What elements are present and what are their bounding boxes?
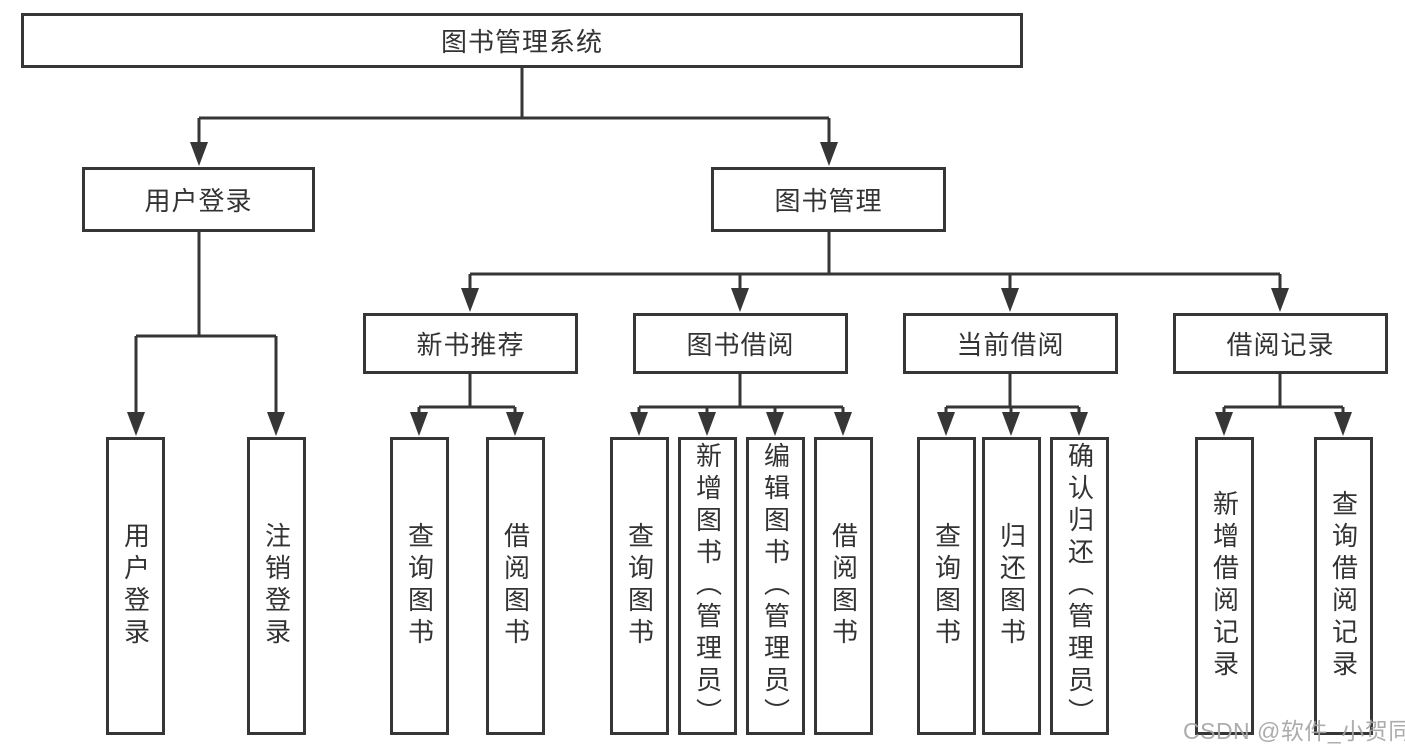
leaf-query-books-3: 查询图书 (917, 437, 976, 735)
leaf-label: 归还图书 (996, 522, 1027, 650)
leaf-label: 借阅图书 (500, 522, 531, 650)
leaf-edit-books-admin: 编辑图书（管理员） (746, 437, 805, 735)
node-root-library-system: 图书管理系统 (21, 13, 1023, 68)
node-book-borrow: 图书借阅 (633, 313, 848, 374)
leaf-query-borrow-record: 查询借阅记录 (1314, 437, 1373, 735)
leaf-user-login: 用户登录 (106, 437, 165, 735)
node-label: 新书推荐 (416, 330, 525, 360)
leaf-label: 查询图书 (931, 522, 962, 650)
leaf-return-books: 归还图书 (982, 437, 1041, 735)
leaf-label: 借阅图书 (828, 522, 859, 650)
node-label: 图书管理 (774, 186, 883, 216)
node-borrow-records: 借阅记录 (1173, 313, 1388, 374)
leaf-borrow-books-2: 借阅图书 (814, 437, 873, 735)
leaf-add-books-admin: 新增图书（管理员） (678, 437, 737, 735)
leaf-label: 查询借阅记录 (1328, 490, 1359, 682)
watermark: CSDN @软件_小贺同学 (1183, 718, 1405, 744)
leaf-label: 查询图书 (624, 522, 655, 650)
arrowhead-icons (127, 142, 1352, 436)
leaf-add-borrow-record: 新增借阅记录 (1195, 437, 1254, 735)
node-label: 图书借阅 (686, 330, 795, 360)
node-label: 图书管理系统 (440, 27, 603, 57)
node-current-borrow: 当前借阅 (903, 313, 1118, 374)
leaf-label: 确认归还（管理员） (1064, 442, 1095, 730)
node-book-management: 图书管理 (711, 167, 946, 232)
leaf-label: 新增借阅记录 (1209, 490, 1240, 682)
leaf-label: 注销登录 (261, 522, 292, 650)
leaf-confirm-return-admin: 确认归还（管理员） (1050, 437, 1109, 735)
node-label: 当前借阅 (956, 330, 1065, 360)
leaf-logout: 注销登录 (247, 437, 306, 735)
leaf-query-books-2: 查询图书 (610, 437, 669, 735)
leaf-label: 查询图书 (404, 522, 435, 650)
leaf-label: 编辑图书（管理员） (760, 442, 791, 730)
node-label: 借阅记录 (1226, 330, 1335, 360)
leaf-label: 用户登录 (120, 522, 151, 650)
leaf-borrow-books-1: 借阅图书 (486, 437, 545, 735)
node-label: 用户登录 (144, 186, 253, 216)
node-new-book-recommend: 新书推荐 (363, 313, 578, 374)
leaf-query-books-1: 查询图书 (390, 437, 449, 735)
node-user-login: 用户登录 (82, 167, 315, 232)
leaf-label: 新增图书（管理员） (692, 442, 723, 730)
